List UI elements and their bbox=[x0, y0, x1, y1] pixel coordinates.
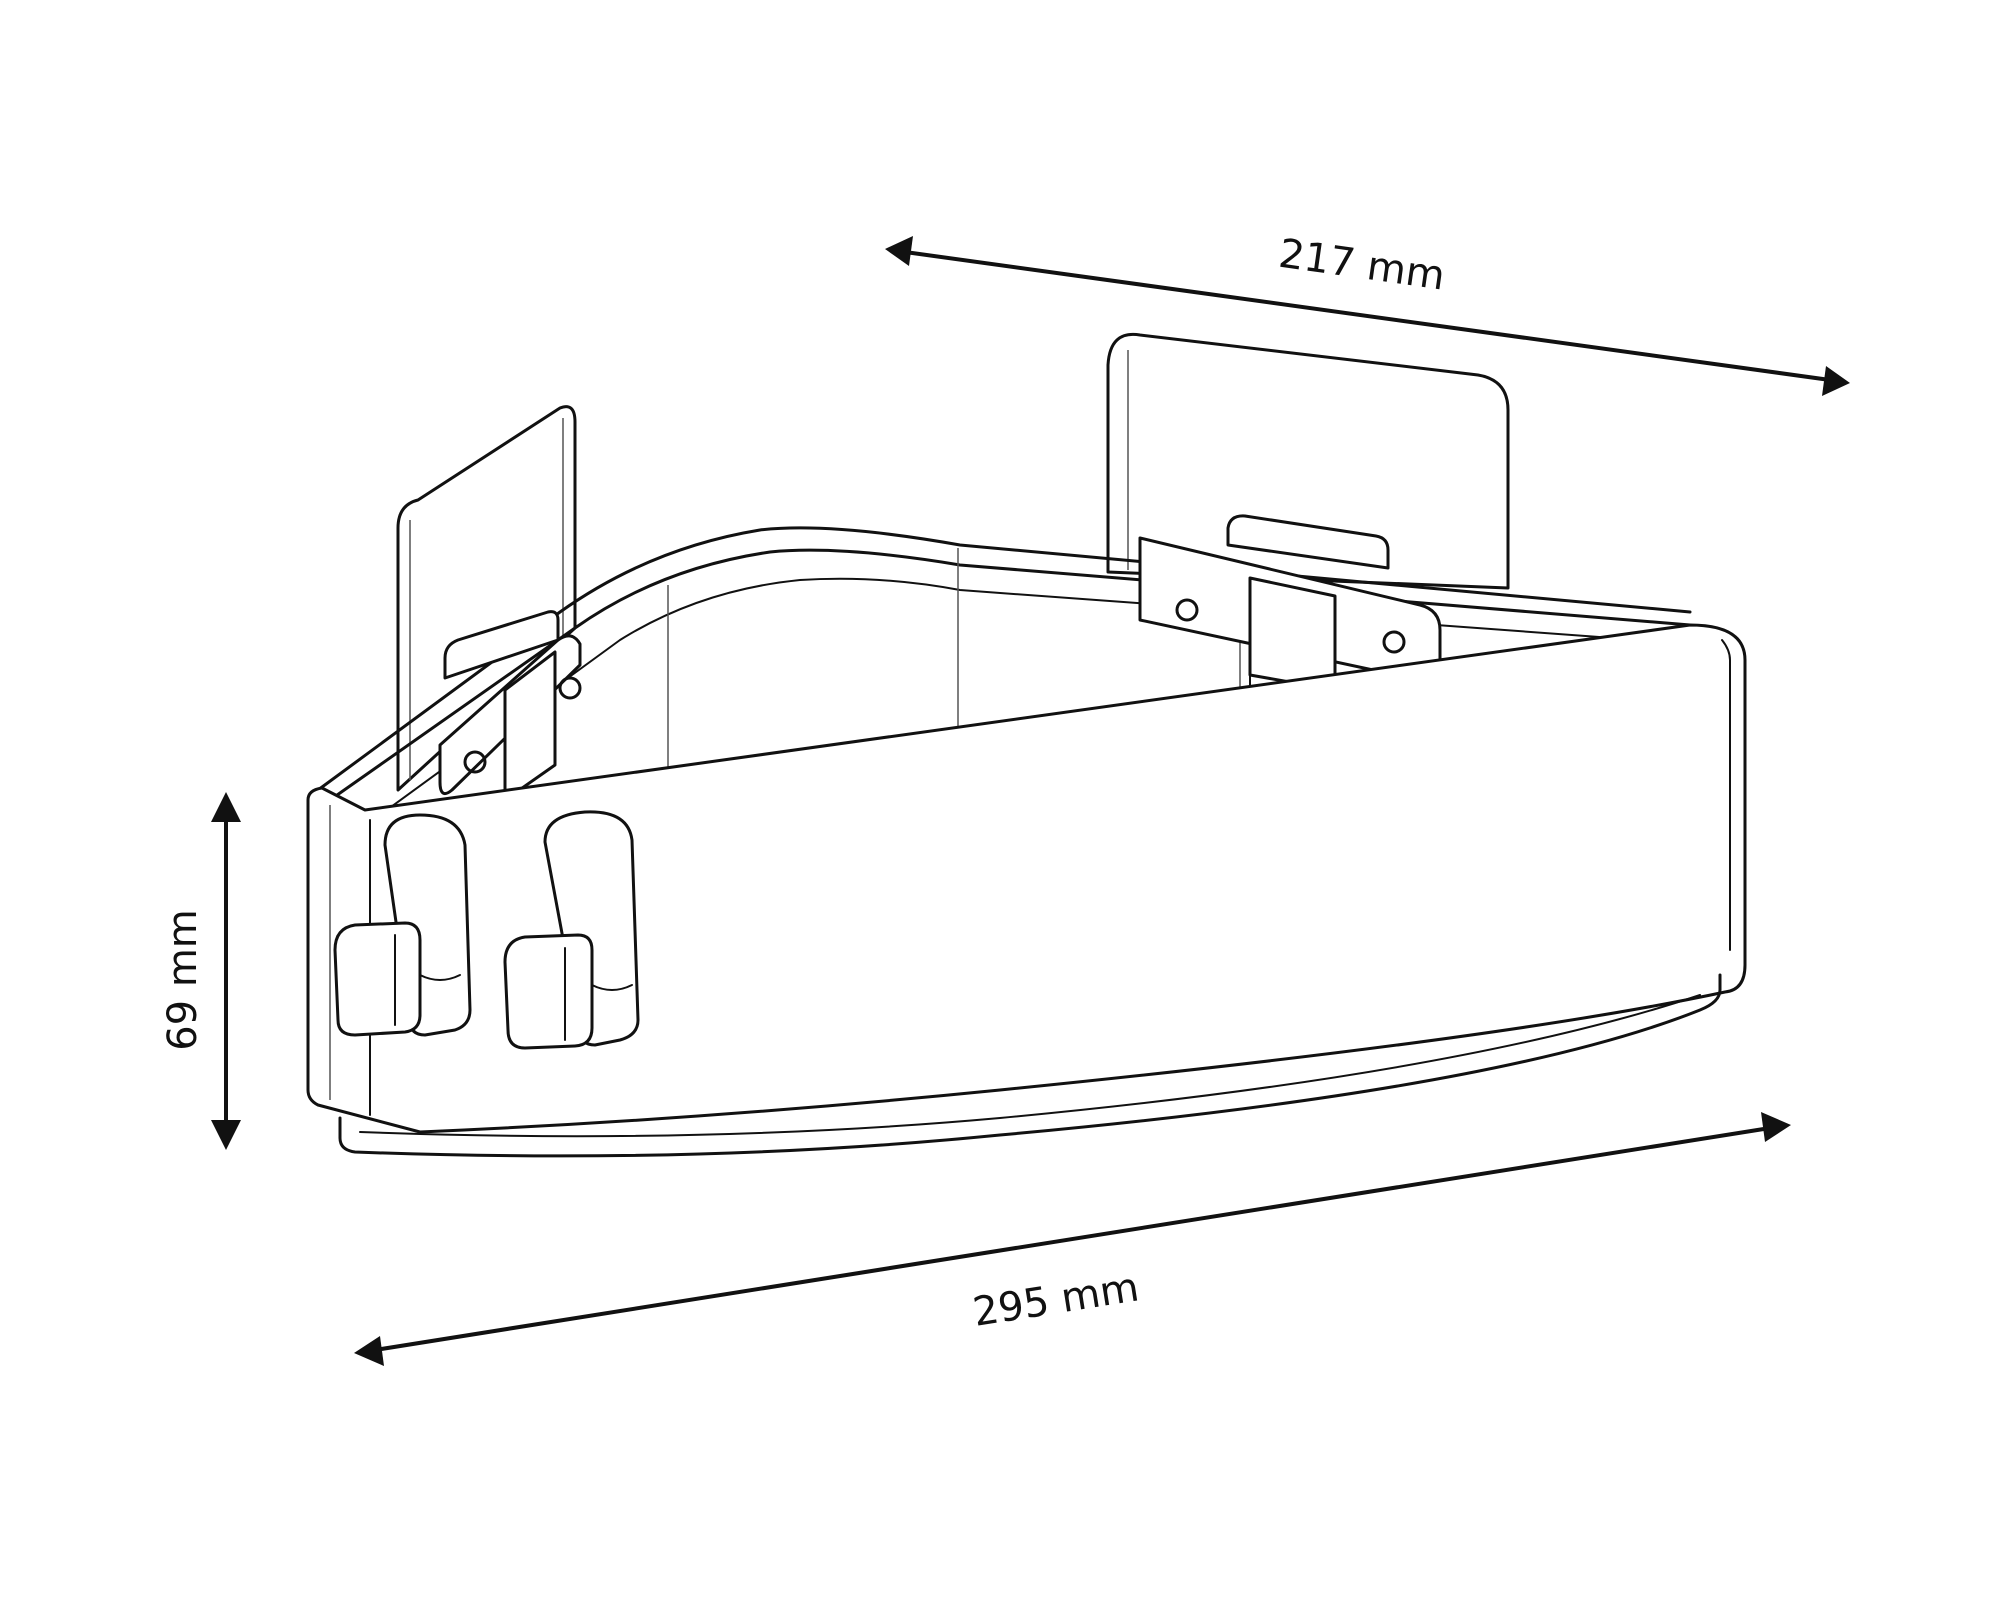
arrowhead-height-top bbox=[211, 792, 241, 822]
left-mount-bracket bbox=[438, 610, 582, 802]
arrowhead-back-left bbox=[885, 236, 913, 266]
dimension-line-back bbox=[904, 250, 1831, 382]
arrowhead-front-right bbox=[1761, 1112, 1791, 1142]
left-wall-plate bbox=[396, 405, 577, 792]
dimension-line-front bbox=[374, 1126, 1771, 1352]
dimension-back-width: 217 mm bbox=[885, 231, 1850, 396]
hook-left bbox=[333, 813, 472, 1037]
arrowhead-height-bottom bbox=[211, 1120, 241, 1150]
basket-base-trim bbox=[338, 973, 1722, 1158]
corner-shelf-drawing bbox=[306, 332, 1747, 1158]
dimension-label-back-width: 217 mm bbox=[1276, 231, 1448, 300]
dimension-label-front-width: 295 mm bbox=[970, 1264, 1142, 1336]
dimension-label-height: 69 mm bbox=[160, 909, 206, 1051]
right-wall-plate bbox=[1106, 332, 1510, 590]
dimension-front-width: 295 mm bbox=[354, 1112, 1791, 1366]
arrowhead-back-right bbox=[1822, 366, 1850, 396]
hook-right bbox=[503, 810, 640, 1050]
arrowhead-front-left bbox=[354, 1336, 384, 1366]
dimension-height: 69 mm bbox=[160, 792, 241, 1150]
